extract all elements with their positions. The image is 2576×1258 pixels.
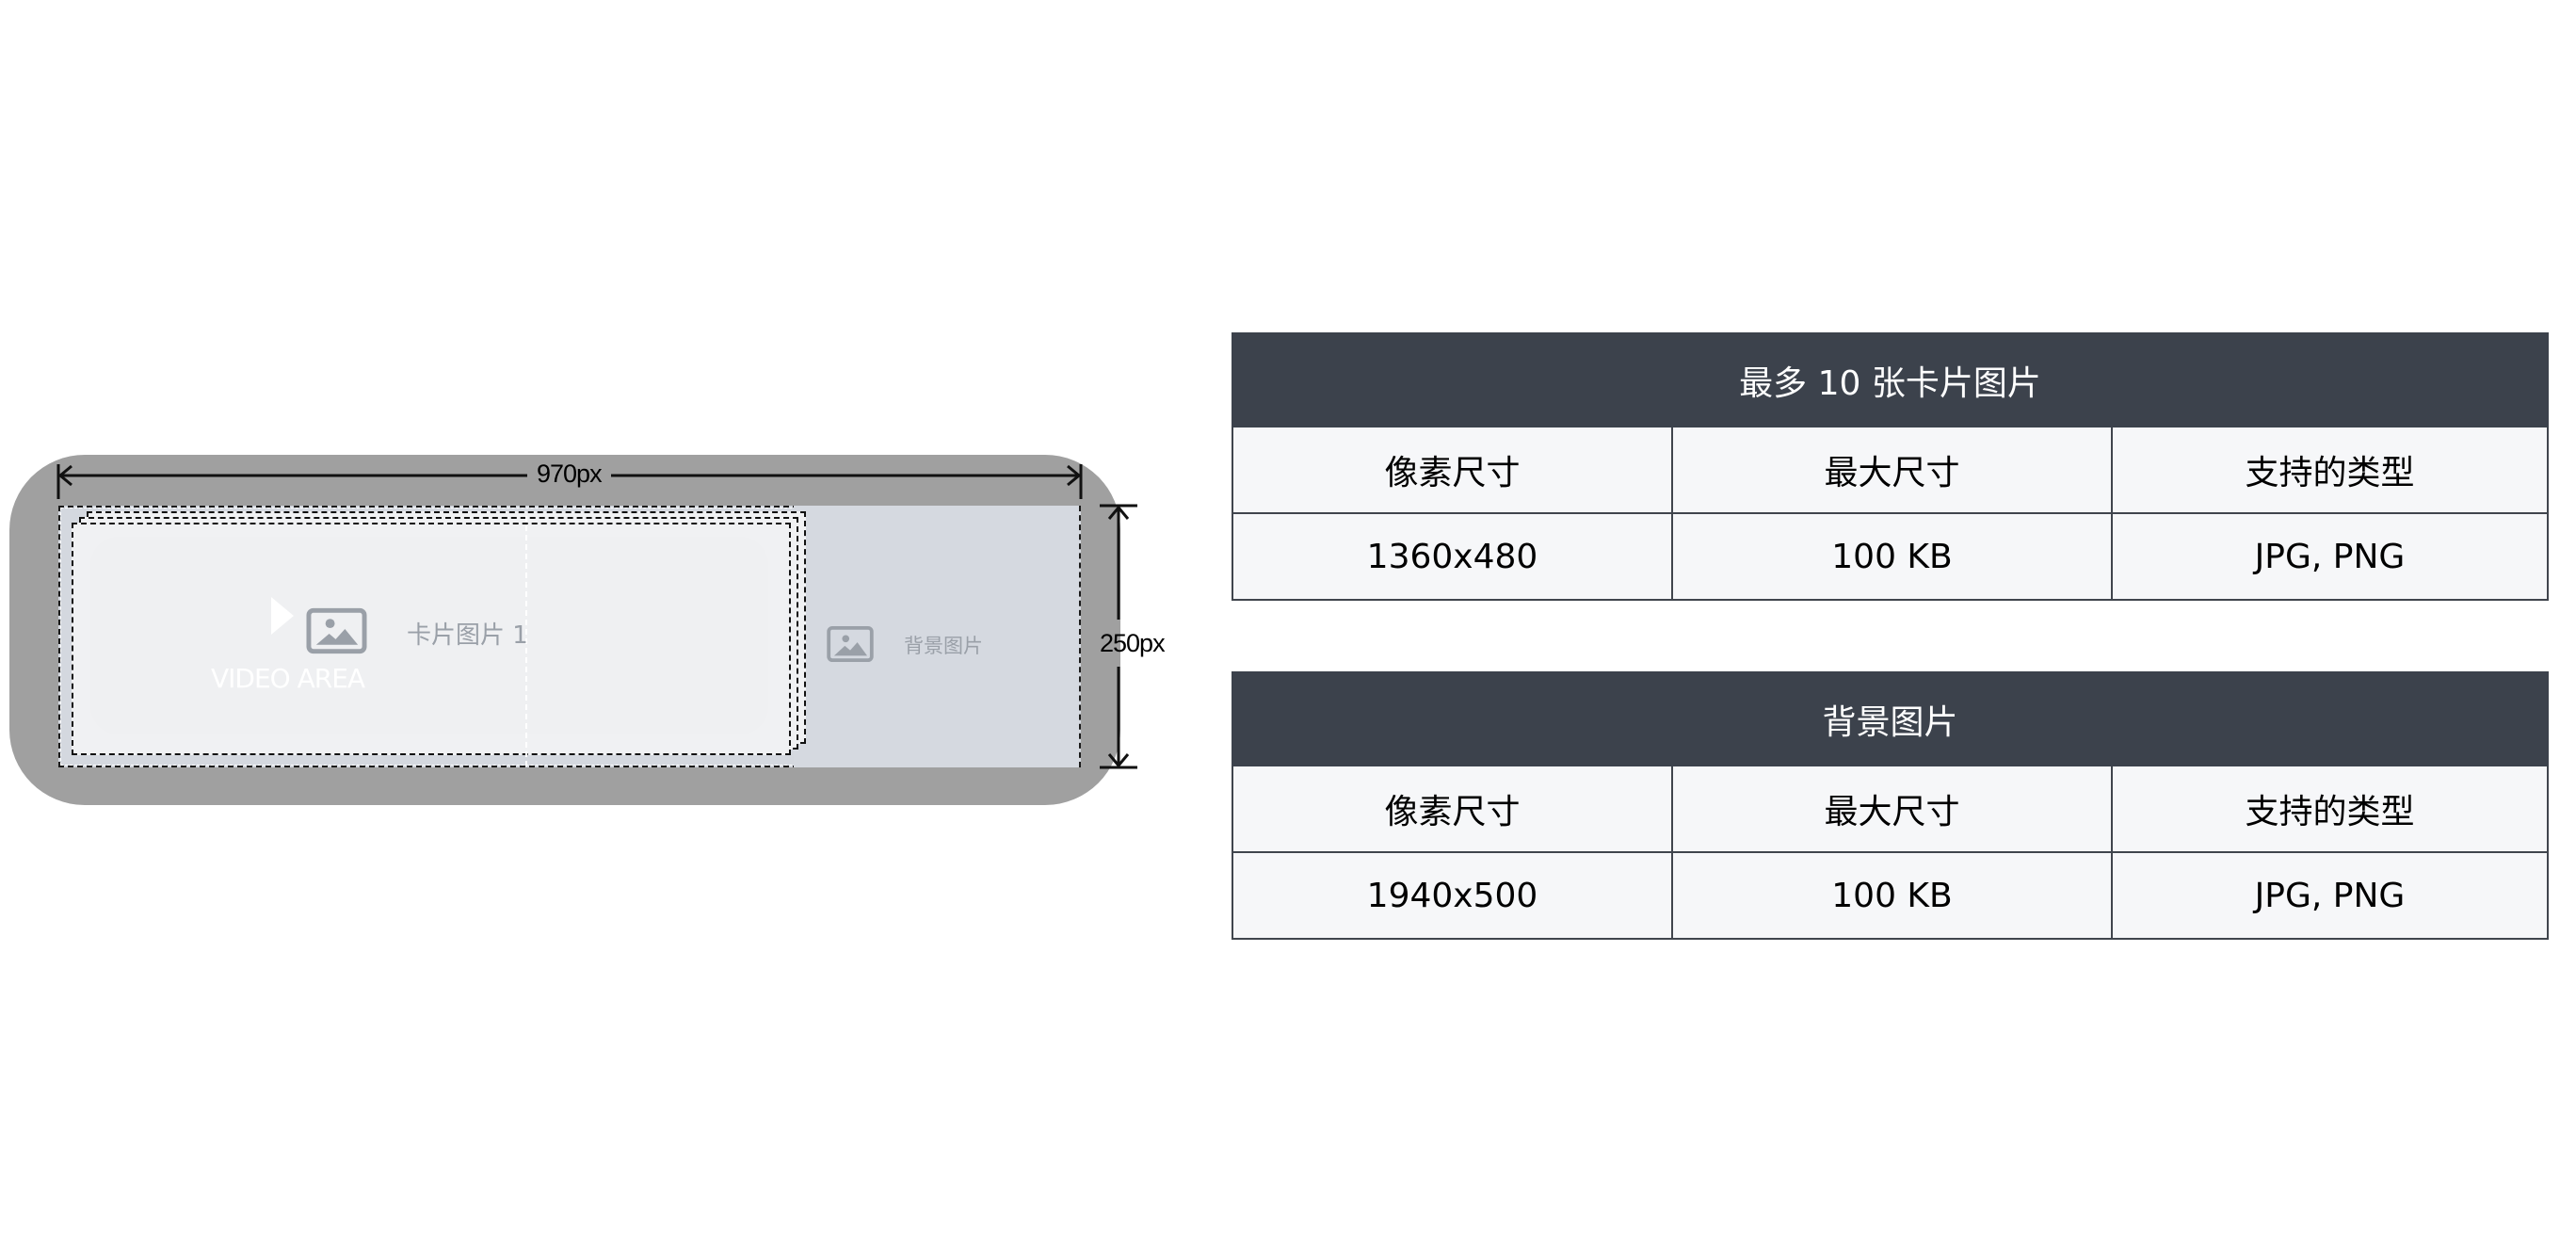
cell-supported-types: JPG, PNG (2111, 851, 2549, 940)
table-row: 1940x500 100 KB JPG, PNG (1232, 851, 2549, 940)
width-dimension-label: 970px (527, 460, 611, 489)
image-icon (827, 626, 874, 662)
table-row: 1360x480 100 KB JPG, PNG (1232, 512, 2550, 601)
card-image-label: 卡片图片 1 (407, 621, 528, 650)
column-header-max-size: 最大尺寸 (1671, 765, 2113, 853)
column-header-max-size: 最大尺寸 (1671, 426, 2113, 514)
column-header-supported-types: 支持的类型 (2111, 765, 2549, 853)
table-title: 背景图片 (1232, 671, 2549, 766)
card-inner-panel (90, 537, 768, 734)
card-center-divider (525, 516, 527, 766)
table-header-row: 像素尺寸 最大尺寸 支持的类型 (1232, 765, 2549, 853)
table-title: 最多 10 张卡片图片 (1231, 332, 2550, 427)
column-header-pixel-size: 像素尺寸 (1232, 765, 1673, 853)
cell-pixel-size: 1940x500 (1232, 851, 1673, 940)
table-header-row: 像素尺寸 最大尺寸 支持的类型 (1232, 426, 2550, 514)
video-area-label: VIDEO AREA (211, 663, 365, 694)
height-dimension-label: 250px (1100, 629, 1166, 657)
image-icon (306, 607, 367, 654)
cell-max-size: 100 KB (1671, 512, 2113, 601)
background-image-area (794, 506, 1079, 767)
card-image-spec-table: 最多 10 张卡片图片 像素尺寸 最大尺寸 支持的类型 1360x480 100… (1231, 332, 2550, 601)
column-header-pixel-size: 像素尺寸 (1232, 426, 1673, 514)
cell-supported-types: JPG, PNG (2110, 512, 2550, 601)
column-header-supported-types: 支持的类型 (2110, 426, 2550, 514)
background-image-label: 背景图片 (904, 635, 983, 657)
background-image-spec-table: 背景图片 像素尺寸 最大尺寸 支持的类型 1940x500 100 KB JPG… (1232, 671, 2549, 940)
cell-max-size: 100 KB (1671, 851, 2113, 940)
cell-pixel-size: 1360x480 (1232, 512, 1673, 601)
play-icon (271, 597, 294, 635)
